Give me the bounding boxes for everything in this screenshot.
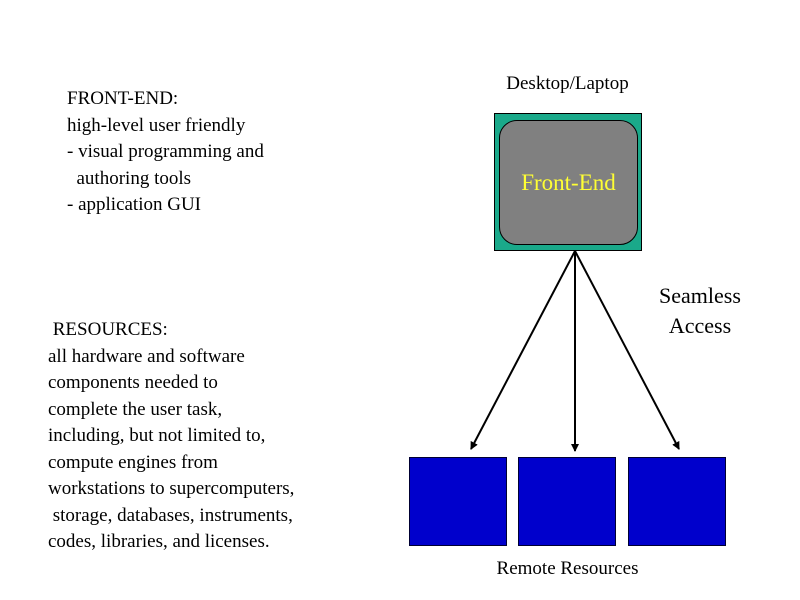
- remote-resource-box: [518, 457, 616, 546]
- remote-resource-box: [628, 457, 726, 546]
- desktop-laptop-label: Desktop/Laptop: [506, 73, 629, 94]
- arrow-to-resource-1: [470, 250, 576, 450]
- front-end-label: Front-End: [521, 169, 616, 195]
- resources-description: RESOURCES: all hardware and software com…: [48, 319, 295, 552]
- remote-resource-box: [409, 457, 507, 546]
- front-end-description: FRONT-END: high-level user friendly - vi…: [67, 88, 264, 215]
- seamless-access-label: Seamless Access: [659, 283, 741, 338]
- remote-resources-label: Remote Resources: [496, 558, 639, 579]
- front-end-box: Front-End: [499, 120, 638, 245]
